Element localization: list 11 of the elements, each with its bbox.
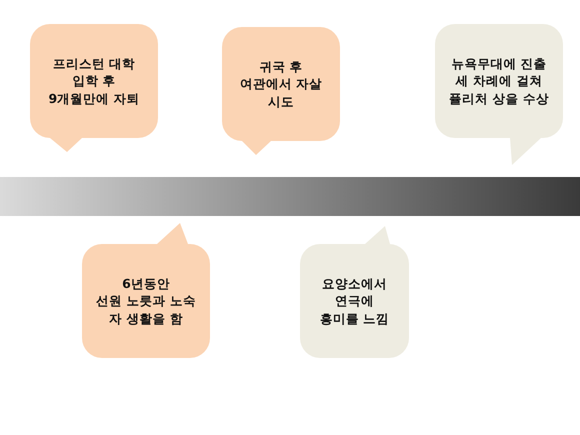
speech-bubble [82, 223, 210, 358]
speech-bubble [30, 24, 158, 152]
bubble-text: 뉴욕무대에 진출 세 차례에 걸쳐 퓰리처 상을 수상 [449, 54, 549, 108]
speech-bubble [435, 24, 563, 165]
bubble-text: 귀국 후 여관에서 자살 시도 [240, 58, 322, 110]
bubble-text: 6년동안 선원 노릇과 노숙 자 생활을 함 [96, 274, 196, 328]
speech-bubble [222, 27, 340, 155]
bubble-text: 프리스턴 대학 입학 후 9개월만에 자퇴 [48, 54, 140, 108]
speech-bubble [300, 226, 409, 358]
timeline-bar [0, 177, 580, 216]
bubble-text: 요양소에서 연극에 흥미를 느낌 [320, 274, 390, 328]
